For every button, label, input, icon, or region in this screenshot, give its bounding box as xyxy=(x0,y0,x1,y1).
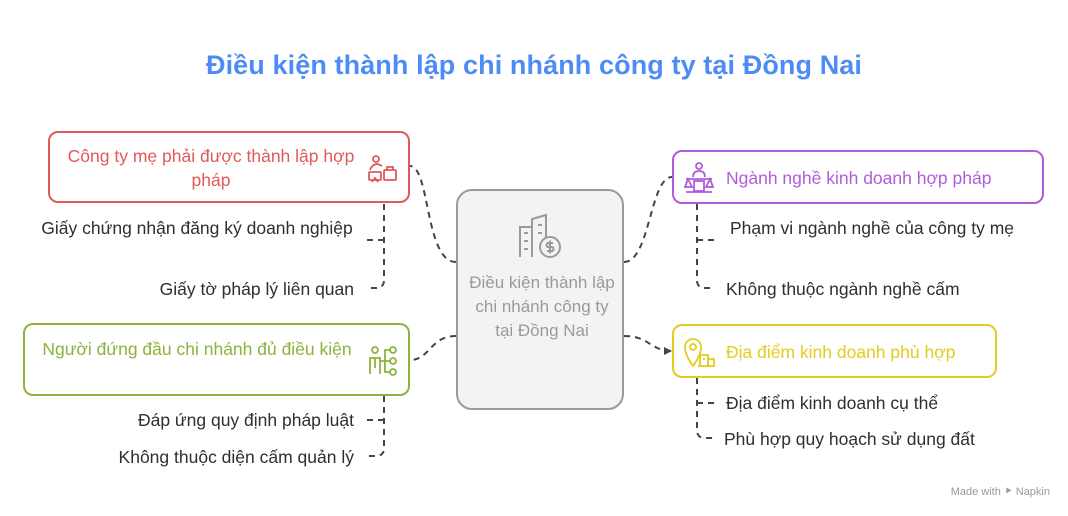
sub-item-tr-2: Không thuộc ngành nghề cấm xyxy=(726,279,960,299)
person-network-icon xyxy=(369,346,397,376)
sub-item-bl-2: Không thuộc diện cấm quản lý xyxy=(118,447,354,467)
diagram-title: Điều kiện thành lập chi nhánh công ty tạ… xyxy=(205,50,863,80)
person-scale-icon xyxy=(683,162,715,193)
sub-item-bl-1: Đáp ứng quy định pháp luật xyxy=(137,410,354,430)
branch-label: Công ty mẹ phải được thành lập hợp pháp xyxy=(67,146,355,190)
business-documents-icon xyxy=(368,155,397,183)
building-dollar-icon xyxy=(519,213,561,258)
branch-label: Ngành nghề kinh doanh hợp pháp xyxy=(726,168,992,188)
connector-sub-tl xyxy=(366,204,385,289)
arrowhead-right xyxy=(664,347,672,355)
sub-item-br-1: Địa điểm kinh doanh cụ thể xyxy=(726,393,939,413)
sub-item-tr-1: Phạm vi ngành nghề của công ty mẹ xyxy=(729,218,1015,238)
connector-sub-br xyxy=(696,378,715,439)
branch-label: Địa điểm kinh doanh phù hợp xyxy=(726,342,956,362)
branch-branch-head: Người đứng đầu chi nhánh đủ điều kiện xyxy=(23,323,410,396)
connector-sub-bl xyxy=(366,396,385,457)
napkin-watermark: Made with ⯈ Napkin xyxy=(950,486,1050,498)
sub-item-tl-1: Giấy chứng nhận đăng ký doanh nghiệp xyxy=(41,218,353,238)
branch-business-lines: Ngành nghề kinh doanh hợp pháp xyxy=(672,150,1044,204)
center-label: Điều kiện thành lập chi nhánh công ty tạ… xyxy=(469,273,615,340)
branch-business-location: Địa điểm kinh doanh phù hợp xyxy=(672,324,997,378)
connector-sub-tr xyxy=(696,204,715,289)
sub-item-br-2: Phù hợp quy hoạch sử dụng đất xyxy=(724,429,975,449)
sub-item-tl-2: Giấy tờ pháp lý liên quan xyxy=(159,279,354,299)
branch-parent-company: Công ty mẹ phải được thành lập hợp pháp xyxy=(48,131,410,203)
center-node: Điều kiện thành lập chi nhánh công ty tạ… xyxy=(456,189,624,410)
location-building-icon xyxy=(684,338,715,368)
connector-top-left xyxy=(409,165,457,263)
connector-bottom-left xyxy=(409,335,457,361)
branch-label: Người đứng đầu chi nhánh đủ điều kiện xyxy=(42,339,352,359)
connector-top-right xyxy=(623,176,673,263)
